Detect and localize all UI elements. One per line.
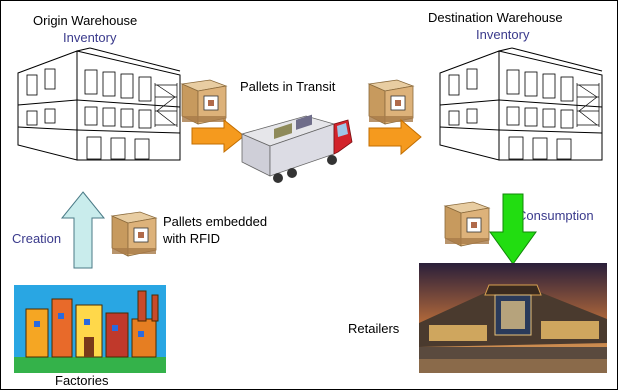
- origin-warehouse-icon: [17, 47, 181, 161]
- retailers-label: Retailers: [348, 321, 400, 336]
- creation-label: Creation: [12, 231, 62, 246]
- pallets-in-transit-label: Pallets in Transit: [240, 79, 336, 94]
- right-arrow-to-destination: [368, 118, 422, 156]
- retail-mall-photo-icon: [419, 263, 607, 373]
- origin-inventory-label: Inventory: [63, 30, 117, 45]
- factories-label: Factories: [55, 373, 109, 388]
- destination-warehouse-icon: [439, 47, 603, 161]
- destination-inventory-label: Inventory: [476, 27, 530, 42]
- pallet-box-icon-transit-right: [367, 79, 415, 125]
- destination-warehouse-title: Destination Warehouse: [428, 10, 563, 25]
- rfid-label-line2: with RFID: [163, 231, 221, 246]
- pallet-box-icon-consumption: [443, 201, 491, 247]
- transport-truck-icon: [240, 114, 353, 183]
- consumption-label: Consumption: [517, 208, 594, 223]
- right-arrow-to-truck: [191, 118, 245, 154]
- origin-warehouse-title: Origin Warehouse: [33, 13, 138, 28]
- pallet-box-icon-rfid: [110, 211, 158, 257]
- down-arrow-consumption: [489, 193, 537, 265]
- pallet-box-icon-transit-left: [180, 79, 228, 125]
- factory-clipart-icon: [14, 285, 166, 373]
- rfid-label-line1: Pallets embedded: [163, 214, 268, 229]
- up-arrow-creation: [60, 191, 106, 269]
